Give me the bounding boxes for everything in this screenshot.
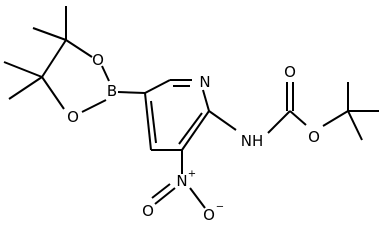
atom-label-boron: B bbox=[107, 82, 117, 100]
atom-label-pyridine-n: N bbox=[199, 73, 210, 91]
bond-b-o-lower bbox=[81, 99, 107, 113]
bond-nitro-n-o-minus bbox=[189, 187, 206, 209]
atom-label-ester-o: O bbox=[308, 128, 320, 146]
bond-nh-carbonyl bbox=[267, 110, 291, 134]
bond-carbonyl-ester-o bbox=[289, 110, 307, 126]
atom-label-nitro-o-left: O bbox=[142, 202, 154, 220]
bond-tert-butyl-down bbox=[347, 110, 363, 141]
atom-label-nitro-o-right: O bbox=[203, 206, 215, 224]
bond-methyl-c4-side bbox=[32, 27, 67, 41]
charge-label-nitro-o: − bbox=[216, 202, 224, 213]
charge-label-nitro-n: + bbox=[188, 169, 196, 180]
atom-label-carbonyl-o: O bbox=[284, 63, 296, 81]
bond-methyl-c5-bottom bbox=[8, 76, 43, 100]
atom-label-nitro-n: N bbox=[176, 172, 187, 190]
bond-c2-nh bbox=[208, 110, 237, 131]
bond-o-lower-c5 bbox=[41, 76, 65, 110]
bond-ring-n1-c2 bbox=[202, 89, 210, 112]
bond-nitro-n-o-1 bbox=[154, 187, 176, 205]
atom-label-nh: NH bbox=[241, 132, 264, 150]
bond-c4-c5 bbox=[41, 39, 67, 78]
atom-label-o-upper: O bbox=[92, 51, 104, 69]
atom-label-o-lower: O bbox=[67, 108, 79, 126]
bond-ring-c2-c3-inner bbox=[178, 112, 203, 145]
bond-ester-o-tert-carbon bbox=[322, 110, 349, 127]
bond-nitro-n-o-2 bbox=[151, 183, 171, 199]
bond-ring-c2-c3 bbox=[181, 110, 210, 151]
bond-b-pyridine bbox=[117, 91, 146, 94]
bond-o-upper-b bbox=[101, 65, 110, 82]
bond-ring-c5-c6 bbox=[144, 79, 171, 94]
bond-c4-o-upper bbox=[65, 39, 93, 58]
bond-ring-c4-c5-inner bbox=[150, 100, 157, 144]
bond-ring-c4-c5 bbox=[144, 92, 152, 151]
bond-methyl-c5-side bbox=[3, 61, 43, 78]
